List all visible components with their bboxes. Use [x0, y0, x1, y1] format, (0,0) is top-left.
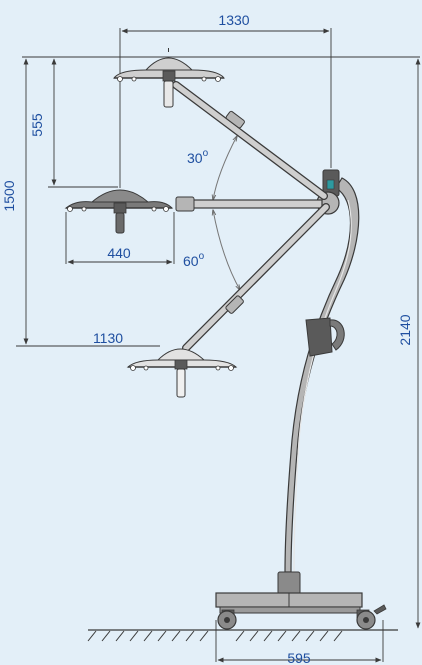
- dim-label-555: 555: [29, 113, 45, 137]
- floor: [87, 629, 398, 642]
- arm-horizontal: [175, 196, 323, 212]
- dim-label-1500: 1500: [1, 180, 17, 211]
- caster-right: [356, 604, 387, 630]
- lamp-head-bottom: [126, 348, 238, 398]
- dim-label-1130: 1130: [93, 330, 123, 346]
- degree-mark-60: o: [199, 251, 205, 262]
- arms: [172, 81, 330, 352]
- angle-label-30: 30o: [187, 148, 209, 166]
- dim-label-2140: 2140: [397, 314, 413, 345]
- dim-label-595: 595: [287, 650, 311, 665]
- dimension-labels: 1330 555 1500 440 1130 2140 595: [1, 12, 413, 665]
- caster-left: [217, 609, 237, 630]
- lamp-head-top: [112, 48, 226, 108]
- arm-upper: [172, 81, 328, 200]
- dimension-lines: [23, 28, 421, 663]
- pole-grip: [305, 317, 345, 357]
- dim-label-440: 440: [107, 245, 131, 261]
- reference-lines: [16, 28, 420, 662]
- angle-labels: 30o 60o: [183, 148, 209, 269]
- angle-value-30: 30: [187, 150, 203, 166]
- angle-arc-60: [213, 210, 240, 290]
- arm-lower: [182, 203, 330, 352]
- pole-collar: [277, 571, 301, 595]
- base: [215, 592, 387, 630]
- angle-arc-30: [213, 136, 237, 200]
- stand: [277, 169, 360, 595]
- degree-mark-30: o: [203, 148, 209, 159]
- lamp-head-middle: [64, 189, 174, 234]
- angle-value-60: 60: [183, 253, 199, 269]
- angle-arcs: [213, 136, 240, 290]
- dim-label-1330: 1330: [218, 12, 249, 28]
- angle-label-60: 60o: [183, 251, 205, 269]
